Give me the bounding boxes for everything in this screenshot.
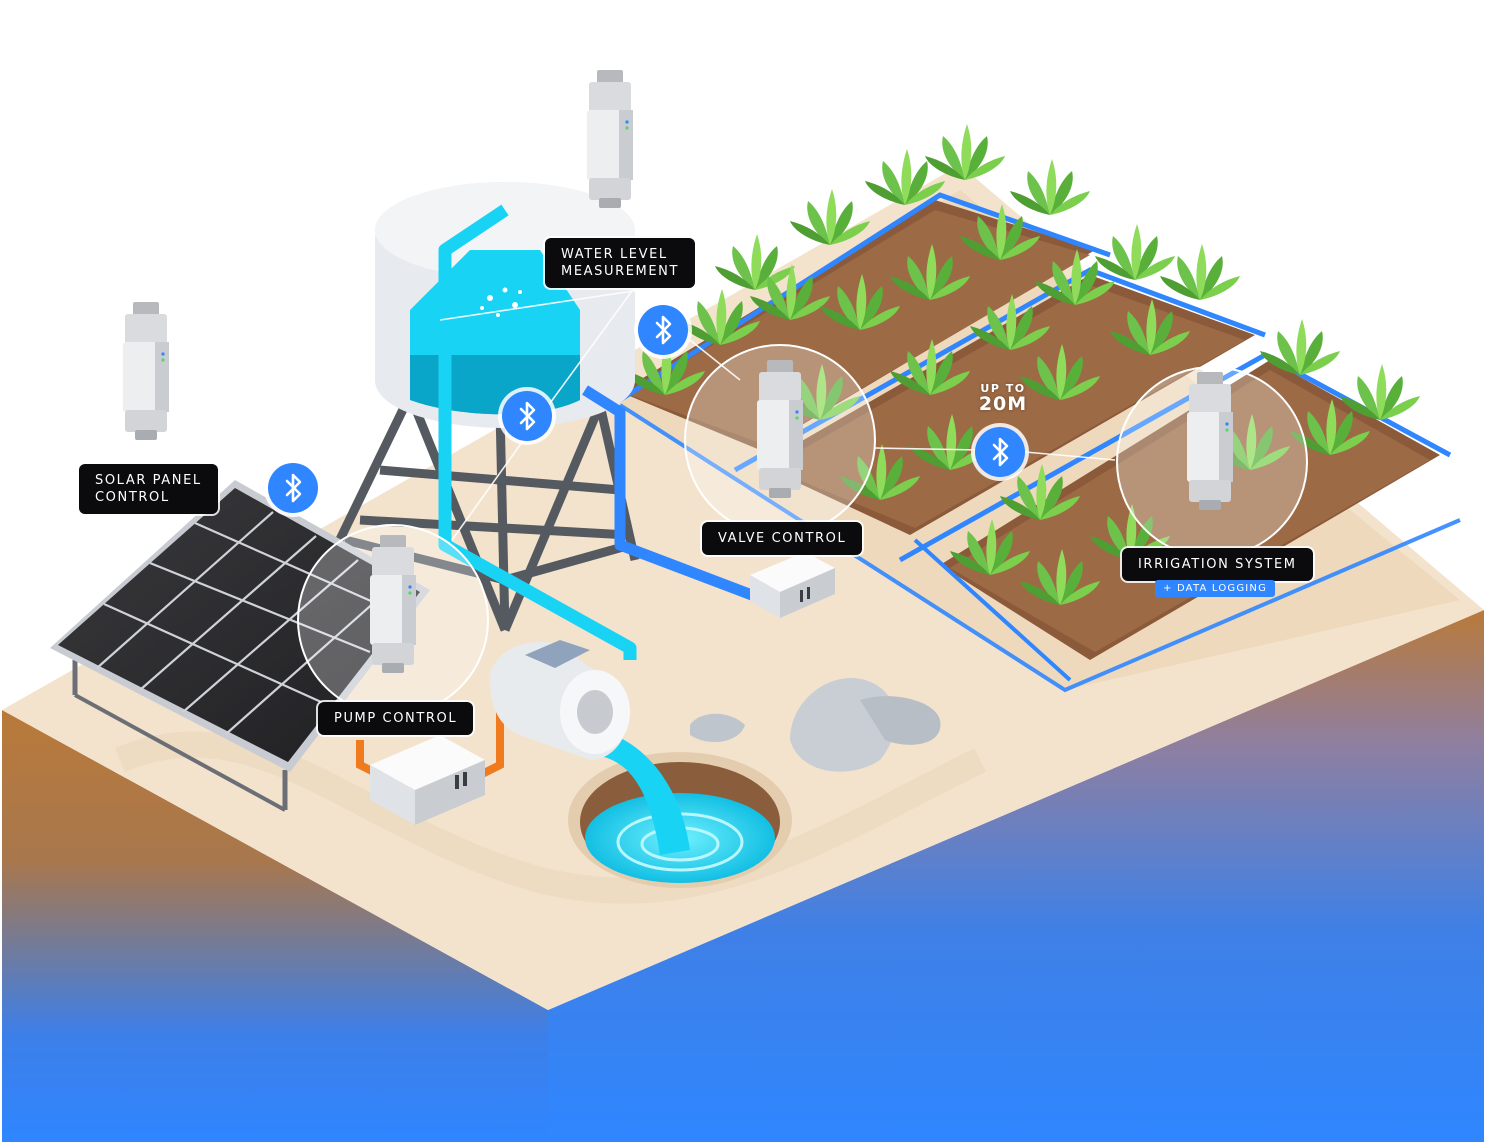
valve-controller-icon bbox=[757, 360, 803, 498]
data-logging-badge: + DATA LOGGING bbox=[1155, 580, 1276, 597]
ground-side-right bbox=[548, 610, 1484, 1142]
bluetooth-icon bbox=[632, 299, 694, 361]
valve-control-label: VALVE CONTROL bbox=[702, 522, 863, 555]
well-icon bbox=[568, 730, 792, 888]
pump-control-label: PUMP CONTROL bbox=[318, 702, 474, 735]
bluetooth-icon bbox=[262, 457, 324, 519]
ground-side-left bbox=[2, 710, 548, 1142]
solar-panel-label: SOLAR PANEL CONTROL bbox=[79, 464, 218, 514]
water-level-label: WATER LEVEL MEASUREMENT bbox=[545, 238, 696, 288]
bluetooth-icon bbox=[969, 421, 1031, 483]
valve-control-box bbox=[750, 552, 835, 618]
water-pipe bbox=[438, 204, 767, 660]
solar-controller-icon bbox=[123, 302, 169, 440]
irrigation-controller-icon bbox=[1187, 372, 1233, 510]
pump-control-box bbox=[370, 735, 485, 825]
range-annotation: UP TO 20M bbox=[968, 382, 1038, 415]
water-level-controller-icon bbox=[587, 70, 633, 208]
pump-controller-icon bbox=[370, 535, 416, 673]
range-prefix: UP TO bbox=[980, 382, 1026, 395]
range-value: 20M bbox=[978, 393, 1028, 415]
irrigation-system-label: IRRIGATION SYSTEM bbox=[1122, 548, 1313, 581]
rock-icon bbox=[690, 678, 941, 772]
solar-panel-icon bbox=[50, 480, 430, 812]
bluetooth-icon bbox=[496, 385, 558, 447]
